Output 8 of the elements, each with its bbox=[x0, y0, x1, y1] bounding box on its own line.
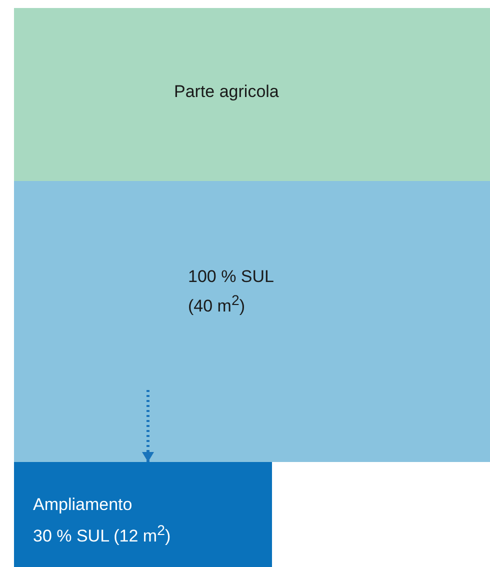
area-label: 30 % SUL (12 m$^{2}$) bbox=[33, 522, 172, 548]
area-label: Ampliamento bbox=[33, 494, 134, 516]
area-label: 100 % SUL (40 m$^{2}$) bbox=[188, 266, 274, 318]
field-area bbox=[14, 8, 490, 181]
building-area bbox=[14, 181, 490, 462]
extension-area bbox=[14, 462, 272, 567]
dotted-arrow bbox=[142, 390, 154, 462]
area-label: Parte agricola bbox=[174, 81, 280, 103]
